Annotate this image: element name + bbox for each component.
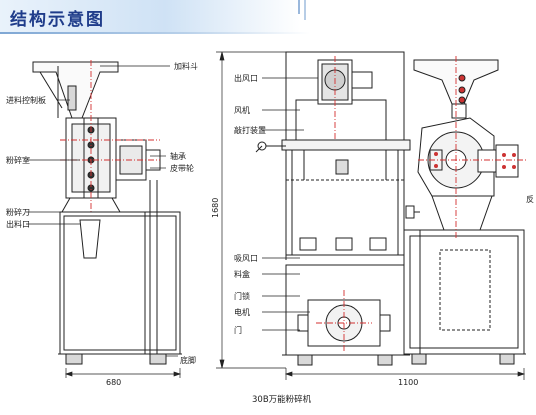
label-crushing-chamber: 粉碎室 [6,155,30,165]
label-discharge-port: 出料口 [6,219,30,229]
label-fan: 风机 [234,105,250,115]
dimension-width-left-line [64,368,182,378]
label-feed-control-plate: 进料控制板 [6,95,46,105]
crusher-head [61,117,161,213]
left-cabinet [58,180,182,365]
label-motor: 电机 [234,307,250,317]
label-door: 门 [234,325,242,335]
header-bar [0,0,310,34]
label-air-outlet: 出风口 [234,73,258,83]
label-crushing-knife: 粉碎刀 [6,207,30,217]
label-pulley: 皮带轮 [170,163,194,173]
dimension-height-line [216,51,286,369]
dimension-height: 1680 [211,198,220,218]
label-rapping-device: 敲打装置 [234,125,266,135]
drawing-caption: 30B万能粉碎机 [252,394,312,405]
label-bearing: 轴承 [170,151,186,161]
label-partial-right: 反 [526,194,534,204]
page-title: 结构示意图 [10,10,105,30]
label-suction-port: 吸风口 [234,254,258,263]
label-material-tray: 料盒 [234,269,250,279]
side-view [403,59,526,365]
hopper-shape [32,61,119,119]
front-frame [255,51,411,366]
dimension-width-left: 680 [106,378,121,387]
label-hopper: 加料斗 [174,61,198,71]
label-door-latch: 门锁 [234,291,250,301]
label-base: 底脚 [180,355,196,365]
dimension-width-right: 1100 [398,378,418,387]
dimension-width-right-line [284,368,526,380]
